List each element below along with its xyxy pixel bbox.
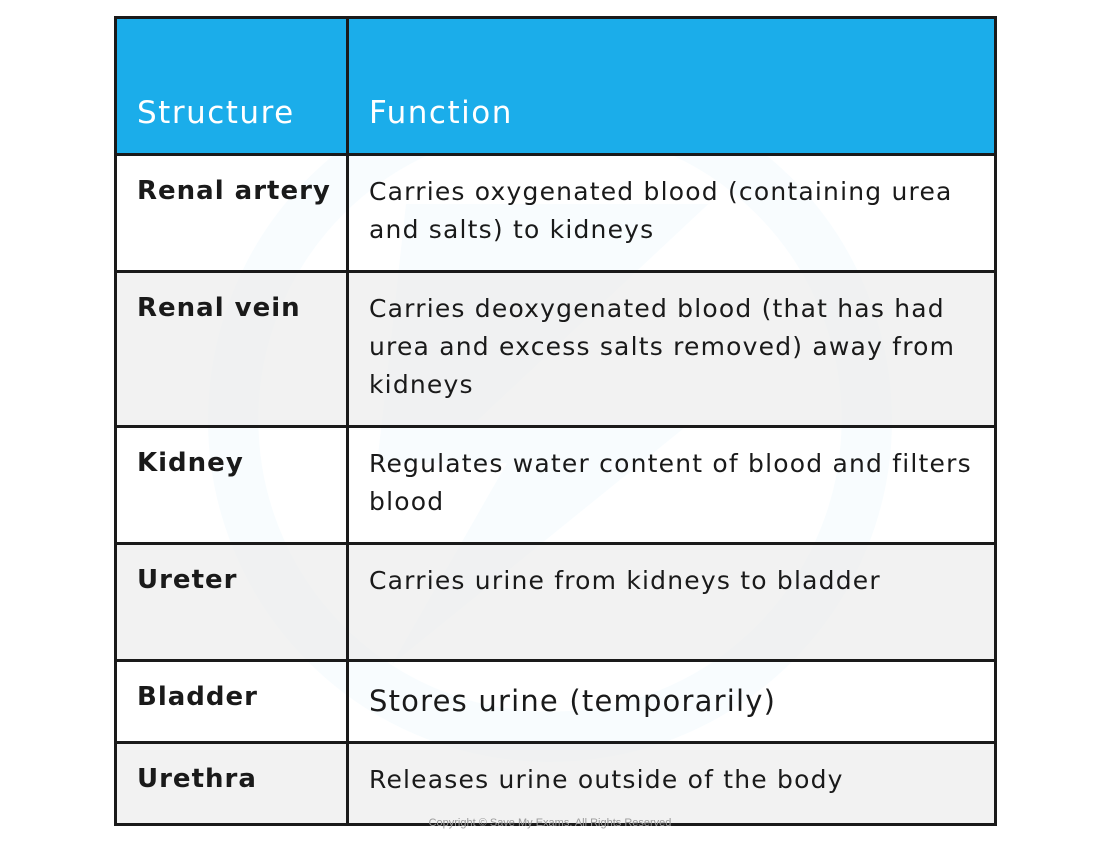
structure-cell: Bladder xyxy=(114,659,349,744)
table-row: Bladder Stores urine (temporarily) xyxy=(114,659,997,744)
structure-cell: Urethra xyxy=(114,741,349,826)
table-row: Ureter Carries urine from kidneys to bla… xyxy=(114,542,997,662)
function-cell: Stores urine (temporarily) xyxy=(346,659,997,744)
kidney-structures-table: Structure Function Renal artery Carries … xyxy=(114,16,997,826)
structure-cell: Renal artery xyxy=(114,153,349,273)
structure-cell: Renal vein xyxy=(114,270,349,428)
function-cell: Releases urine outside of the body xyxy=(346,741,997,826)
table-row: Urethra Releases urine outside of the bo… xyxy=(114,741,997,826)
table-row: Renal vein Carries deoxygenated blood (t… xyxy=(114,270,997,428)
table-row: Kidney Regulates water content of blood … xyxy=(114,425,997,545)
function-cell: Carries oxygenated blood (containing ure… xyxy=(346,153,997,273)
header-structure: Structure xyxy=(114,16,349,156)
header-function: Function xyxy=(346,16,997,156)
copyright-notice: Copyright © Save My Exams. All Rights Re… xyxy=(428,817,672,829)
function-cell: Regulates water content of blood and fil… xyxy=(346,425,997,545)
table-row: Renal artery Carries oxygenated blood (c… xyxy=(114,153,997,273)
table-header-row: Structure Function xyxy=(114,16,997,156)
structure-cell: Kidney xyxy=(114,425,349,545)
function-cell: Carries deoxygenated blood (that has had… xyxy=(346,270,997,428)
structure-cell: Ureter xyxy=(114,542,349,662)
function-cell: Carries urine from kidneys to bladder xyxy=(346,542,997,662)
